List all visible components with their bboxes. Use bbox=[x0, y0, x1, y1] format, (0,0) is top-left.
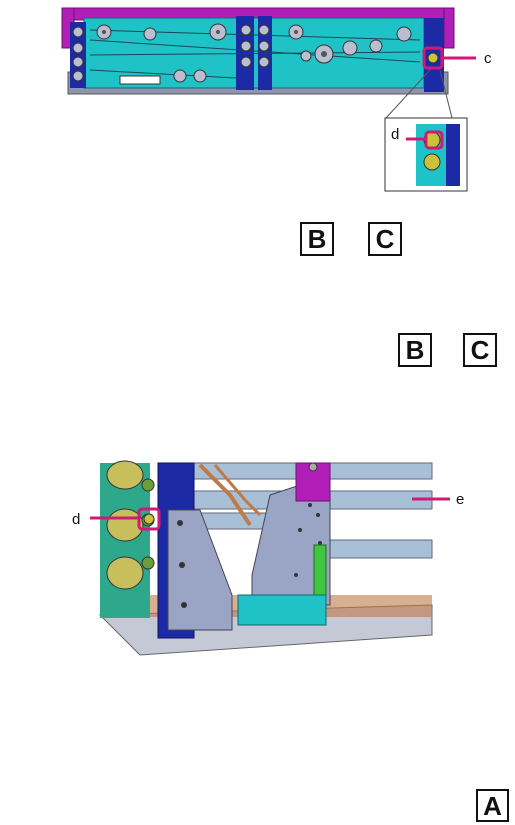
ref-box-b-2: B bbox=[398, 333, 432, 367]
ref-box-a: A bbox=[476, 789, 509, 822]
callout-c-label: c bbox=[484, 50, 492, 67]
ref-box-c-1: C bbox=[368, 222, 402, 256]
ref-box-c-2: C bbox=[463, 333, 497, 367]
callout-d-inset-label: d bbox=[391, 126, 399, 143]
top-assembly-drawing bbox=[0, 0, 515, 200]
callout-d-lower-label: d bbox=[72, 511, 80, 528]
callout-e-label: e bbox=[456, 491, 464, 508]
ref-box-b-1: B bbox=[300, 222, 334, 256]
lower-assembly-drawing bbox=[0, 455, 515, 665]
